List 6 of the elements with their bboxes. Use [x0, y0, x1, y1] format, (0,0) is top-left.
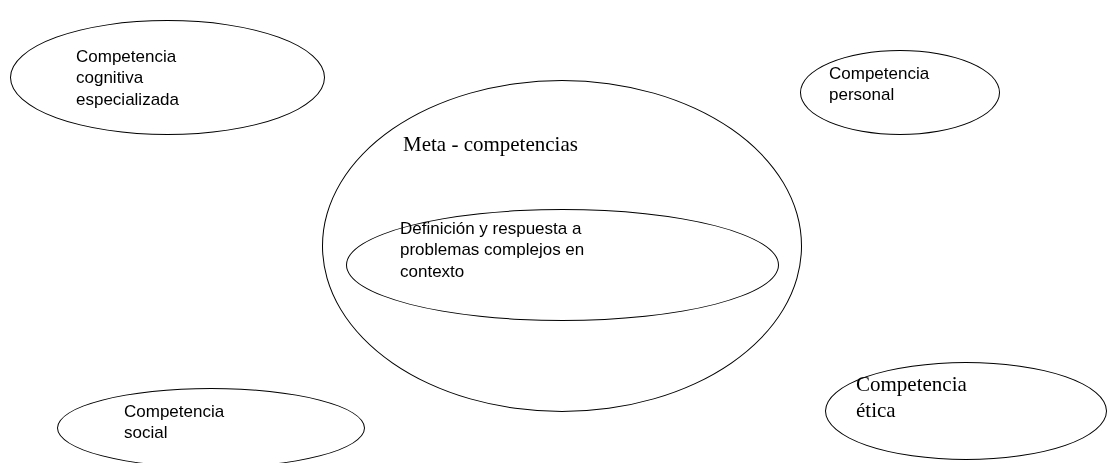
node-label: Competencia social	[124, 401, 226, 444]
node-label: Meta - competencias	[403, 131, 579, 158]
node-label: Definición y respuesta a problemas complejos en contexto	[400, 218, 586, 282]
node-label: Competencia cognitiva especializada	[76, 46, 180, 110]
node-label: Competencia ética	[856, 371, 968, 424]
node-label: Competencia personal	[829, 63, 931, 106]
